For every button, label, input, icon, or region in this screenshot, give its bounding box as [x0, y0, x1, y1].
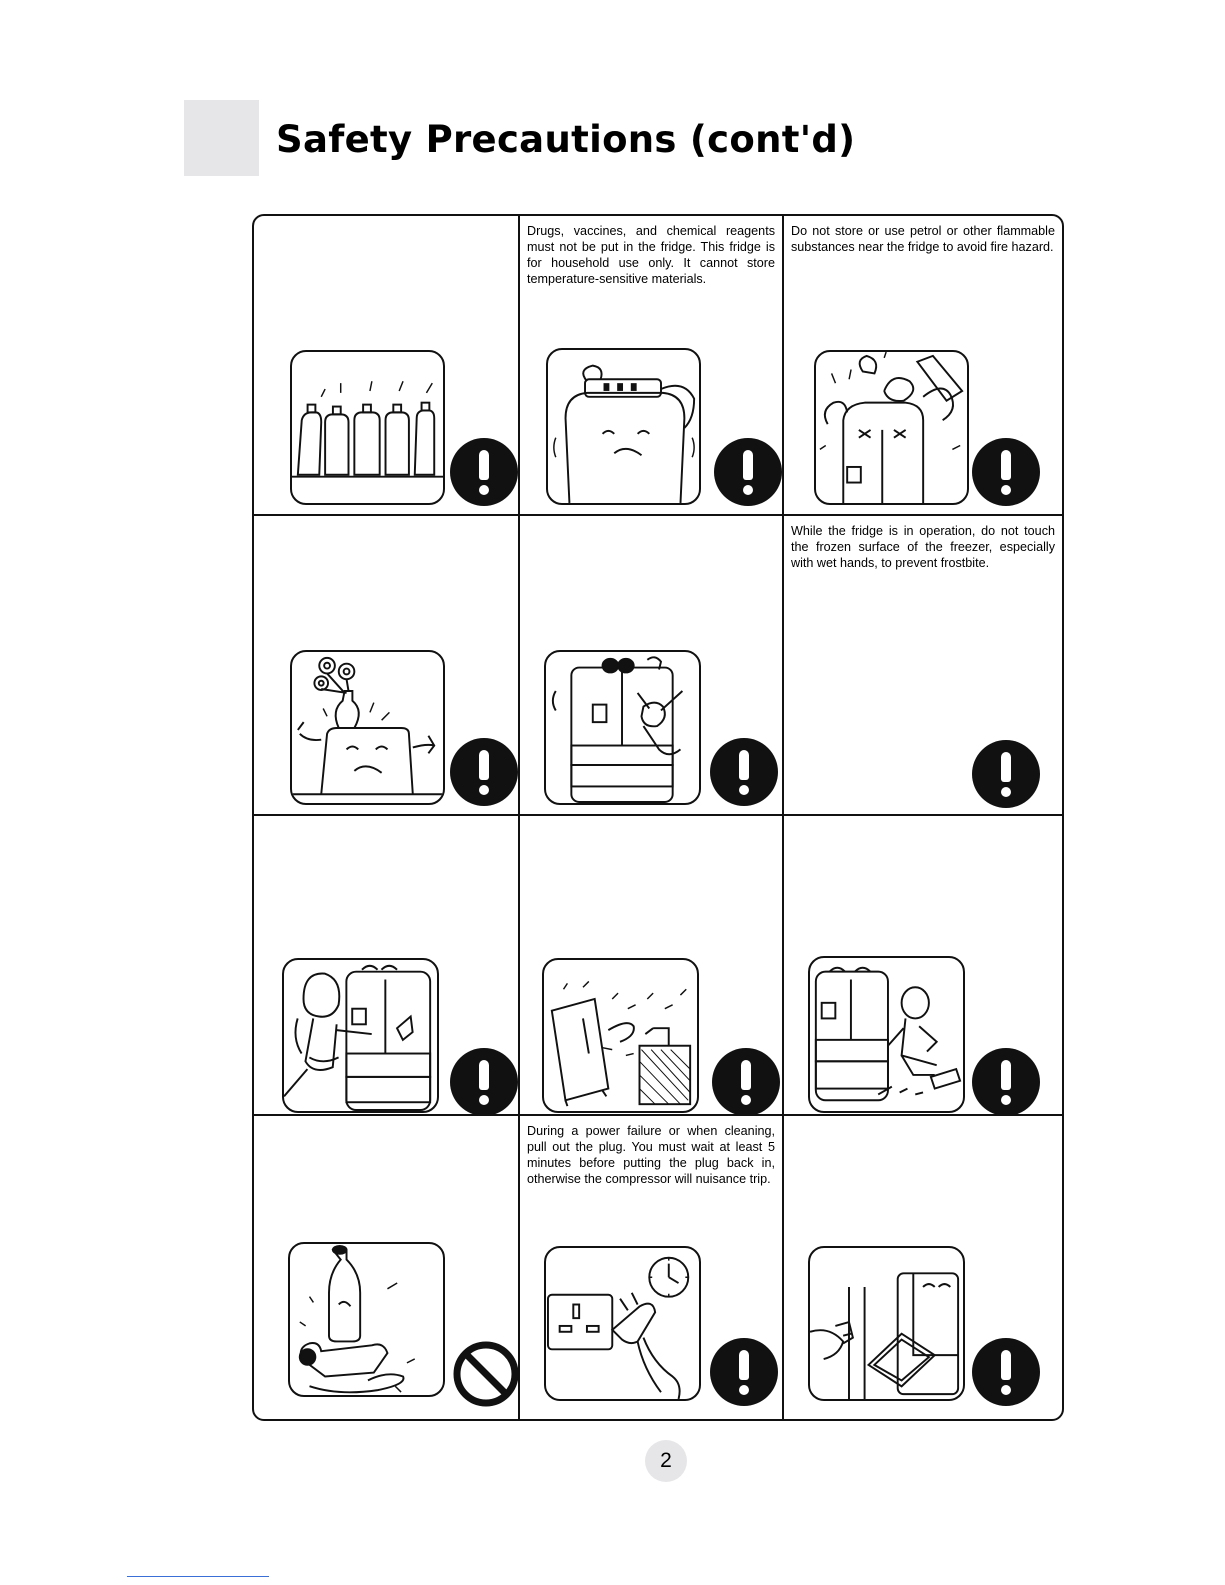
precaution-cell [254, 816, 520, 1116]
caution-exclamation-icon [450, 1048, 518, 1116]
bottles-on-fridge-illustration [290, 350, 445, 505]
footer-link-underline [127, 1576, 269, 1577]
precaution-cell: Do not store or use petrol or other flam… [784, 216, 1062, 516]
precaution-cell [254, 216, 520, 516]
caution-exclamation-icon [710, 738, 778, 806]
precaution-cell [254, 516, 520, 816]
precaution-cell [520, 516, 784, 816]
precaution-text: During a power failure or when cleaning,… [527, 1124, 775, 1186]
prohibited-icon [452, 1340, 520, 1408]
precaution-cell [254, 1116, 520, 1419]
caution-exclamation-icon [714, 438, 782, 506]
caution-exclamation-icon [972, 1048, 1040, 1116]
precaution-cell: Drugs, vaccines, and chemical reagents m… [520, 216, 784, 516]
plug-and-clock-illustration [544, 1246, 701, 1401]
woman-hand-in-door-illustration [282, 958, 439, 1113]
boy-disassembling-fridge-illustration [808, 956, 965, 1113]
precaution-cell: During a power failure or when cleaning,… [520, 1116, 784, 1419]
precaution-cell [784, 1116, 1062, 1419]
vase-on-fridge-illustration [290, 650, 445, 805]
title-accent-block [184, 100, 259, 176]
precaution-cell: While the fridge is in operation, do not… [784, 516, 1062, 816]
precaution-text: While the fridge is in operation, do not… [791, 524, 1055, 570]
fridge-explosion-illustration [814, 350, 969, 505]
caution-exclamation-icon [710, 1338, 778, 1406]
page-number: 2 [645, 1440, 687, 1482]
page-title: Safety Precautions (cont'd) [276, 118, 856, 161]
precaution-text: Drugs, vaccines, and chemical reagents m… [527, 224, 775, 286]
caution-exclamation-icon [972, 740, 1040, 808]
caution-exclamation-icon [972, 1338, 1040, 1406]
precautions-grid: Drugs, vaccines, and chemical reagents m… [252, 214, 1064, 1421]
caution-exclamation-icon [712, 1048, 780, 1116]
caution-exclamation-icon [450, 438, 518, 506]
child-climbing-fridge-illustration [544, 650, 701, 805]
precaution-text: Do not store or use petrol or other flam… [791, 224, 1055, 254]
precaution-cell [784, 816, 1062, 1116]
water-spray-fridge-illustration [542, 958, 699, 1113]
caution-exclamation-icon [972, 438, 1040, 506]
precaution-cell [520, 816, 784, 1116]
broken-bottle-illustration [288, 1242, 445, 1397]
power-strip-on-fridge-illustration [546, 348, 701, 505]
fridge-door-adjust-illustration [808, 1246, 965, 1401]
caution-exclamation-icon [450, 738, 518, 806]
